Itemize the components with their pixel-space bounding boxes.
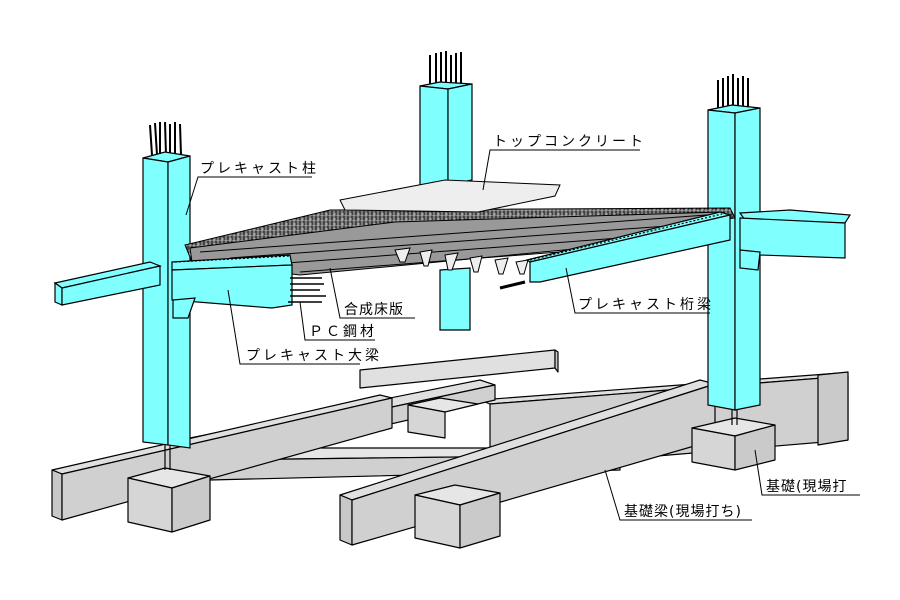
topping-concrete bbox=[339, 179, 561, 213]
labels: プレキャスト柱 トップコンクリート 合成床版 ＰＣ鋼材 プレキャスト大梁 プレキ… bbox=[200, 134, 847, 520]
precast-column-right bbox=[707, 74, 761, 425]
composite-slab bbox=[184, 179, 736, 276]
label-precast-girder: プレキャスト大梁 bbox=[246, 348, 382, 364]
label-foundation-beam: 基礎梁(現場打ち) bbox=[624, 503, 742, 520]
label-pc-steel: ＰＣ鋼材 bbox=[309, 324, 377, 340]
label-composite-slab: 合成床版 bbox=[344, 302, 404, 318]
label-topping-concrete: トップコンクリート bbox=[493, 134, 646, 150]
label-footing: 基礎(現場打 bbox=[766, 478, 847, 495]
columns bbox=[142, 51, 761, 470]
footing-right bbox=[691, 417, 776, 471]
precast-beam bbox=[499, 211, 733, 290]
precast-girder bbox=[171, 254, 326, 319]
footing-center bbox=[414, 484, 501, 549]
precast-column-center bbox=[419, 51, 473, 186]
footing-left bbox=[127, 467, 211, 533]
precast-column-left bbox=[142, 121, 191, 470]
footing-rear bbox=[407, 397, 479, 439]
label-precast-column: プレキャスト柱 bbox=[200, 161, 319, 177]
leaders bbox=[185, 149, 860, 521]
beam-stub-right bbox=[738, 209, 852, 271]
beams bbox=[53, 209, 852, 319]
foundation-beam-rear bbox=[359, 349, 559, 389]
slab-ribs bbox=[394, 247, 529, 275]
label-precast-beam: プレキャスト桁梁 bbox=[578, 297, 714, 313]
pc-steel-strands bbox=[288, 277, 326, 303]
